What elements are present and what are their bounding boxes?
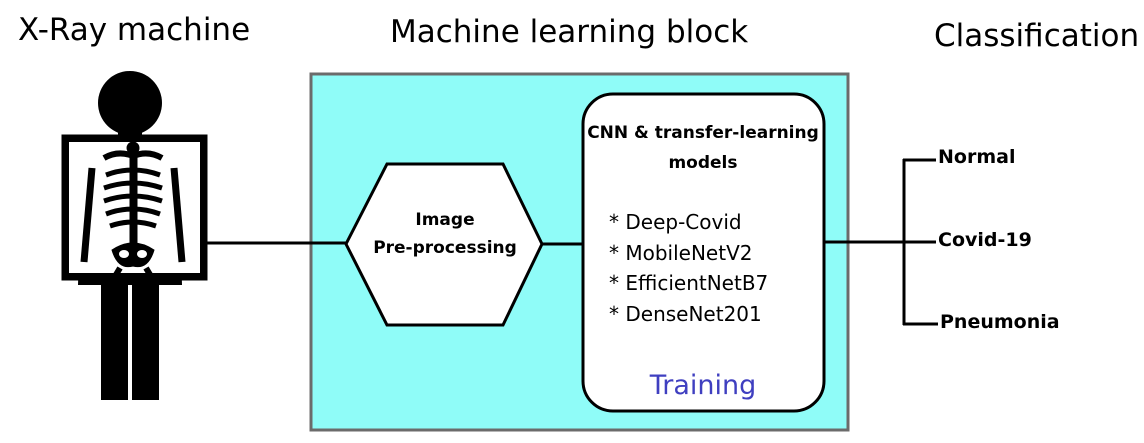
models-box-title: CNN & transfer-learning models xyxy=(583,118,823,178)
model-item: * Deep-Covid xyxy=(609,210,742,234)
preprocessing-hexagon xyxy=(344,162,544,327)
model-list: * Deep-Covid * MobileNetV2 * EfficientNe… xyxy=(609,207,768,329)
xray-person-icon xyxy=(61,71,208,400)
model-item: * DenseNet201 xyxy=(609,301,762,326)
output-covid-19: Covid-19 xyxy=(938,229,1032,251)
ml-block-title: Machine learning block xyxy=(390,14,749,50)
model-item: * EfficientNetB7 xyxy=(609,271,769,295)
models-box-title-line2: models xyxy=(668,153,738,173)
preprocessing-label: Image Pre-processing xyxy=(345,206,545,262)
models-box-title-line1: CNN & transfer-learning xyxy=(587,123,819,143)
preprocessing-label-line2: Pre-processing xyxy=(373,238,517,258)
preprocessing-label-line1: Image xyxy=(415,210,475,230)
training-label: Training xyxy=(649,370,757,401)
output-pneumonia: Pneumonia xyxy=(940,311,1060,333)
models-box xyxy=(581,92,826,413)
output-normal: Normal xyxy=(938,146,1016,168)
classification-title: Classification xyxy=(934,18,1140,54)
classification-bracket xyxy=(902,158,938,326)
xray-machine-title: X-Ray machine xyxy=(18,12,251,48)
model-item: * MobileNetV2 xyxy=(609,240,753,265)
